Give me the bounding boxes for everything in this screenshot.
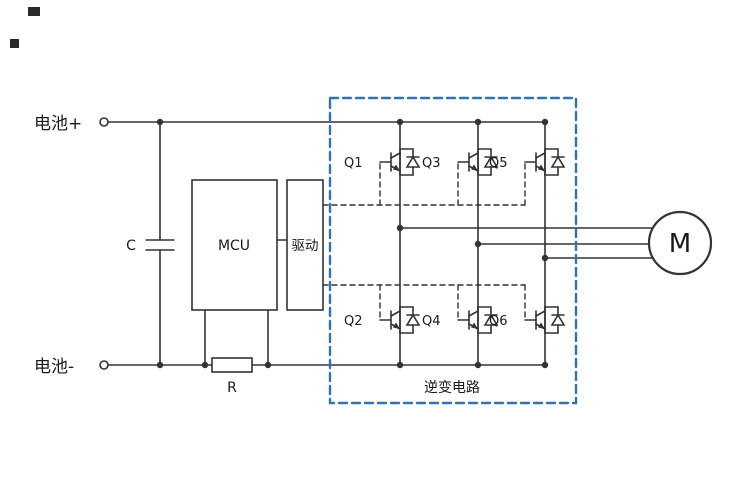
mcu-box: [191, 179, 278, 311]
battery-plus-terminal: [99, 117, 109, 127]
battery-minus-label: 电池-: [34, 357, 74, 377]
inverter-box: [328, 96, 578, 405]
q2-label: Q2: [344, 314, 363, 329]
current-sense-lines: [204, 309, 269, 366]
mcu-block: [191, 179, 278, 311]
driver-box: [286, 179, 324, 311]
corner-marks: [10, 7, 40, 48]
igbt-q2: [379, 306, 420, 334]
capacitor-label: C: [126, 238, 136, 254]
corner-mark-1: [28, 7, 40, 16]
capacitor: [145, 121, 175, 366]
q1-label: Q1: [344, 156, 363, 171]
inverter-label: 逆变电路: [424, 380, 480, 396]
junction-dots: [156, 118, 549, 369]
resistor-label: R: [227, 380, 237, 396]
shunt-resistor: [211, 357, 253, 373]
driver-block: [276, 179, 324, 311]
corner-mark-2: [10, 39, 19, 48]
phase-lines: [399, 227, 654, 259]
q6-label: Q6: [489, 314, 508, 329]
battery-plus-label: 电池+: [34, 114, 82, 134]
motor-label: M: [669, 229, 691, 259]
battery-minus-terminal: [99, 360, 109, 370]
igbt-q5: [524, 148, 565, 176]
q5-label: Q5: [489, 156, 508, 171]
mcu-label: MCU: [218, 238, 250, 254]
q4-label: Q4: [422, 314, 441, 329]
igbt-q1: [379, 148, 420, 176]
igbt-q6: [524, 306, 565, 334]
resistor-body: [211, 357, 253, 373]
motor-circle: [647, 210, 713, 276]
q3-label: Q3: [422, 156, 441, 171]
driver-label: 驱动: [292, 238, 319, 254]
power-rails: [99, 117, 546, 370]
motor: [647, 210, 713, 276]
inverter-dashed-rect: [328, 96, 578, 405]
gate-signal-lines: [322, 161, 526, 321]
